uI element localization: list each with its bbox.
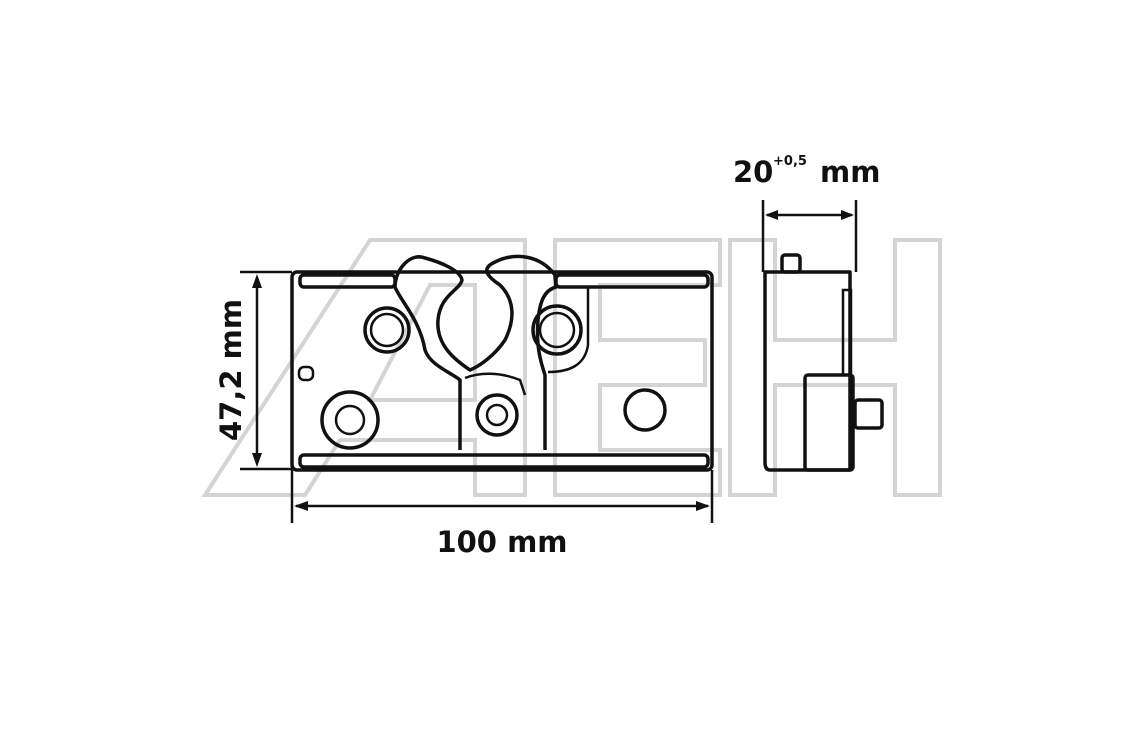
width-dimension (290, 470, 714, 523)
depth-dimension (761, 200, 858, 272)
width-label: 100 mm (436, 525, 567, 559)
height-label: 47,2 mm (214, 299, 248, 441)
height-dimension (240, 270, 292, 471)
depth-tolerance: +0,5 (773, 154, 807, 169)
depth-unit: mm (820, 155, 880, 189)
side-view (763, 253, 884, 472)
front-view (290, 254, 714, 472)
watermark-logo (201, 238, 942, 497)
depth-value: 20 (733, 155, 773, 189)
